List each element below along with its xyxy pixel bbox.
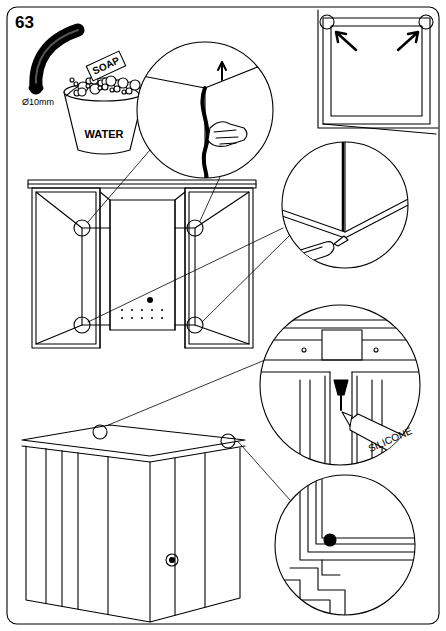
soap-bubble: [70, 78, 74, 82]
step-number: 63: [15, 14, 34, 31]
dimension: Ø10mm: [22, 98, 54, 107]
screw-dot: [121, 317, 123, 319]
soap-bubble: [86, 84, 90, 88]
screw-dot: [131, 317, 133, 319]
page-frame: [7, 7, 439, 624]
soap-bubble: [122, 90, 126, 94]
soap-bubble: [114, 86, 120, 92]
silicone-detail: [260, 320, 430, 470]
wall-rib: [45, 449, 46, 604]
screw-dot: [121, 309, 123, 311]
soap-bubble: [78, 88, 86, 96]
soap-bubble: [102, 84, 108, 90]
soap-bubble: [98, 86, 102, 90]
hose: [29, 30, 78, 92]
screw-dot: [161, 317, 163, 319]
screw-dot: [141, 317, 143, 319]
wall-rib: [61, 451, 62, 607]
wall-rib: [77, 453, 78, 610]
screw-dot: [141, 309, 143, 311]
shed-exterior: [22, 425, 245, 622]
soap-bubble: [74, 82, 78, 86]
cutter-detail: [282, 140, 410, 267]
seal-bead-detail: [275, 470, 420, 620]
soap-bubble: [110, 88, 114, 92]
shed-interior-view: [28, 180, 256, 348]
screw-dot: [151, 309, 153, 311]
seal-strip-detail: [137, 60, 275, 185]
screw-dot: [131, 309, 133, 311]
screw-dot: [161, 309, 163, 311]
bucket: [64, 51, 144, 154]
detail-circle: [260, 305, 420, 465]
vent-hole: [147, 297, 153, 303]
roof-corner-inset: [318, 10, 438, 134]
wall-rib: [204, 453, 205, 607]
water-label: WATER: [85, 129, 124, 140]
wall-rib: [174, 458, 175, 615]
screw-dot: [151, 317, 153, 319]
wall-rib: [107, 457, 108, 615]
soap-bubble: [126, 88, 132, 94]
